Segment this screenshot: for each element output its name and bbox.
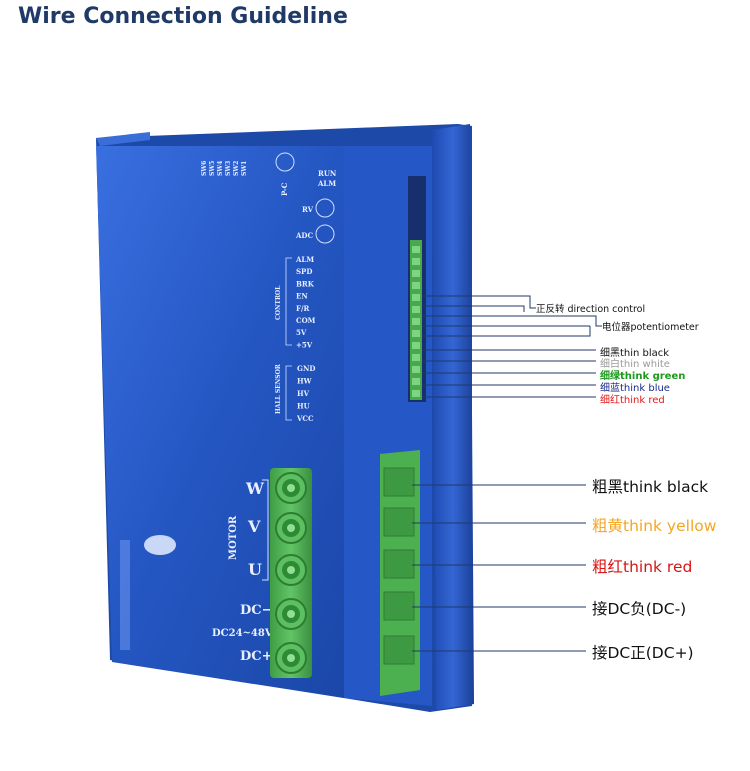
sw2-label: SW2 <box>233 161 240 176</box>
control-pin-label: ALM <box>295 255 314 264</box>
hall-pin-label: HW <box>297 377 312 386</box>
sw4-label: SW4 <box>217 161 224 176</box>
control-pin-label: +5V <box>296 340 313 349</box>
dc-plus-label: DC+ <box>240 649 273 664</box>
sw3-label: SW3 <box>225 161 232 176</box>
signal-pin <box>412 330 420 337</box>
control-pin-label: SPD <box>296 267 312 276</box>
hall-pin-label: HV <box>297 389 310 398</box>
signal-pin <box>412 354 420 361</box>
callout-lines <box>412 295 602 652</box>
callout-dc-negative: 接DC负(DC-) <box>592 600 687 618</box>
terminal-slot <box>383 467 415 497</box>
signal-pin <box>412 270 420 277</box>
signal-pin <box>412 390 420 397</box>
sw6-label: SW6 <box>201 161 208 176</box>
signal-pin <box>412 318 420 325</box>
signal-pin <box>412 282 420 289</box>
power-terminal-screw <box>275 642 307 674</box>
signal-pin <box>412 378 420 385</box>
power-labels: W V U MOTOR DC− DC24~48V DC+ <box>212 479 273 664</box>
motor-group-label: MOTOR <box>228 515 239 560</box>
rv-knob-icon[interactable] <box>315 198 335 218</box>
page-title: Wire Connection Guideline <box>18 4 348 29</box>
alm-led-label: ALM <box>317 179 336 188</box>
signal-pin <box>412 246 420 253</box>
terminal-slot <box>383 507 415 537</box>
rv-label: RV <box>302 205 314 214</box>
terminal-slot <box>383 549 415 579</box>
callout-thin-green: 细绿think green <box>600 371 686 382</box>
callout-thin-blue: 细蓝think blue <box>600 383 670 394</box>
adc-label: ADC <box>295 231 314 240</box>
motor-u-label: U <box>248 560 262 579</box>
control-pin-label: BRK <box>296 279 315 288</box>
signal-pin <box>412 306 420 313</box>
dip-switch-labels: SW6 SW5 SW4 SW3 SW2 SW1 <box>201 161 248 176</box>
control-pin-label: EN <box>296 292 308 301</box>
power-terminal-side <box>380 450 420 696</box>
terminal-slot <box>383 635 415 665</box>
power-terminal-screw <box>275 512 307 544</box>
dc-range-label: DC24~48V <box>212 628 273 639</box>
signal-pin <box>412 366 420 373</box>
callout-thick-yellow: 粗黄think yellow <box>592 517 717 535</box>
terminal-slot <box>383 591 415 621</box>
signal-pin <box>412 294 420 301</box>
callout-thin-black: 细黑thin black <box>600 348 670 359</box>
sw1-label: SW1 <box>241 161 248 176</box>
control-pin-label: COM <box>296 316 316 325</box>
motor-w-label: W <box>245 479 265 498</box>
motor-v-label: V <box>247 517 261 536</box>
callout-dc-positive: 接DC正(DC+) <box>592 644 694 662</box>
callout-thick-red: 粗红think red <box>592 558 693 576</box>
adc-knob-icon[interactable] <box>315 224 335 244</box>
pc-label: P-C <box>280 182 289 196</box>
callout-potentiometer: 电位器potentiometer <box>602 322 699 333</box>
callout-thin-white: 细白thin white <box>600 359 670 370</box>
hall-pin-label: VCC <box>296 414 314 423</box>
hall-pin-label: HU <box>297 402 310 411</box>
signal-terminal-strip <box>408 176 426 402</box>
power-terminal-screw <box>275 472 307 504</box>
power-terminal-block <box>270 468 312 678</box>
callout-thin-red: 细红think red <box>600 395 665 406</box>
control-pin-label: 5V <box>296 328 307 337</box>
hall-group-label: HALL SENSOR <box>275 363 282 414</box>
callout-thick-black: 粗黑think black <box>592 478 709 496</box>
control-group-label: CONTROL <box>275 285 282 320</box>
run-label: RUN <box>318 169 337 178</box>
sw5-label: SW5 <box>209 161 216 176</box>
signal-labels: CONTROL ALM SPD BRK EN F/R COM 5V +5V HALL SENS… <box>275 255 316 423</box>
hall-pin-label: GND <box>297 364 315 373</box>
dc-minus-label: DC− <box>240 603 273 618</box>
switch-area: SW6 SW5 SW4 SW3 SW2 SW1 P-C RUN ALM RV A… <box>201 152 337 244</box>
control-pin-label: F/R <box>296 304 310 313</box>
callout-direction-control: 正反转 direction control <box>536 304 646 315</box>
power-terminal-screw <box>275 598 307 630</box>
signal-pin <box>412 258 420 265</box>
power-terminal-screw <box>275 554 307 586</box>
signal-pin <box>412 342 420 349</box>
pc-potentiometer-icon[interactable] <box>275 152 295 172</box>
